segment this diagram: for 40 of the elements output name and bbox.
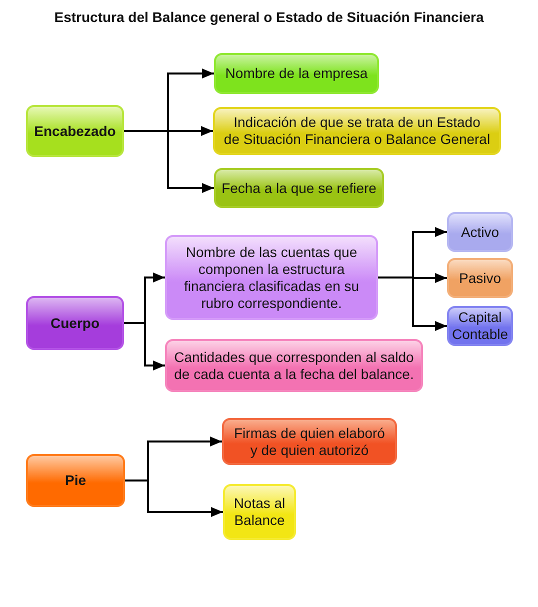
connector-arrow	[168, 126, 213, 136]
box-label: Nombre de las cuentas que componen la estructura financiera clasificadas en su rubro correspondiente.	[182, 244, 360, 312]
process-box	[223, 484, 296, 540]
process-box	[214, 53, 379, 94]
connector-arrow	[168, 68, 214, 78]
connector-arrow	[148, 436, 222, 446]
connector-arrow	[168, 183, 214, 193]
connector-arrow	[413, 227, 447, 237]
connector-arrow	[413, 321, 447, 331]
connector-line	[123, 72, 170, 190]
connector-arrow	[145, 360, 165, 370]
connector-line	[124, 440, 150, 514]
box-label: Pie	[64, 472, 86, 489]
process-box	[447, 258, 513, 298]
process-box	[165, 339, 423, 392]
box-label: Pasivo	[458, 270, 502, 286]
connector-arrow	[148, 507, 223, 517]
process-box	[165, 235, 378, 320]
box-label: Cantidades que corresponden al saldo de cada cuenta a la fecha del balance.	[173, 348, 415, 382]
box-label: Nombre de la empresa	[225, 65, 368, 82]
process-box	[222, 418, 397, 465]
box-label: Cuerpo	[50, 314, 100, 332]
box-label: Activo	[460, 224, 500, 240]
box-label: Capital Contable	[450, 309, 510, 343]
diagram-title: Estructura del Balance general o Estado de Situación Financiera	[54, 9, 484, 25]
box-label: Notas al Balance	[232, 495, 286, 529]
box-label: Encabezado	[34, 122, 116, 140]
box-label: Indicación de que se trata de un Estado de Situación Financiera o Balance General	[222, 114, 492, 148]
box-label: Fecha a la que se refiere	[222, 180, 376, 196]
process-box	[26, 105, 124, 157]
connector-arrow	[413, 273, 447, 283]
connector-line	[377, 230, 415, 328]
process-box	[213, 107, 501, 155]
process-box	[26, 454, 125, 507]
connector-line	[123, 276, 147, 368]
process-box	[26, 296, 124, 350]
process-box	[214, 168, 384, 208]
connector-arrow	[145, 272, 165, 282]
box-label: Firmas de quien elaboró y de quien autorizó	[233, 424, 386, 458]
process-box	[447, 212, 513, 252]
